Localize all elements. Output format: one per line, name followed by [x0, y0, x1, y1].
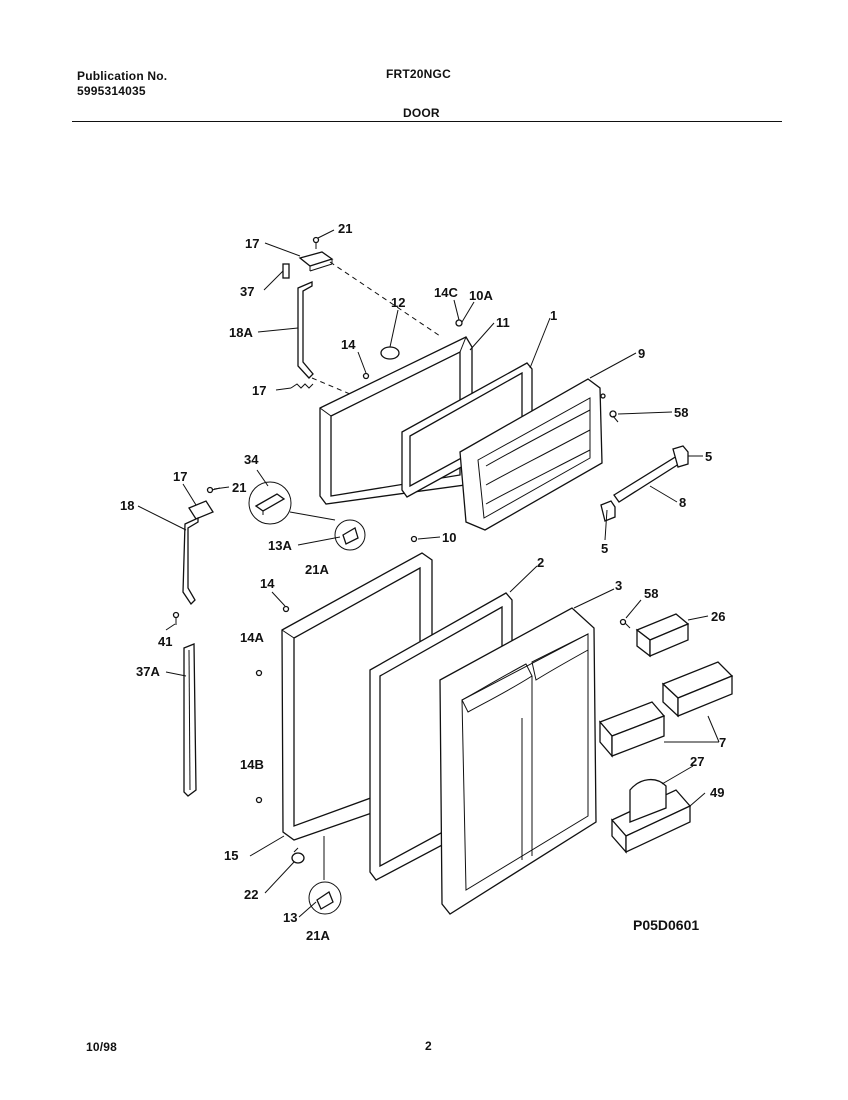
callout-label: 13 — [283, 910, 297, 925]
bottom-hinge-detail — [308, 881, 342, 915]
diagram-code: P05D0601 — [633, 917, 699, 933]
hinge-spring-part — [290, 383, 314, 389]
callout-label: 9 — [638, 346, 645, 361]
callout-label: 18A — [229, 325, 253, 340]
screw-part — [362, 372, 370, 380]
callout-label: 5 — [601, 541, 608, 556]
fresh-food-inner-liner-part — [439, 607, 597, 915]
callout-label: 41 — [158, 634, 172, 649]
callout-label: 22 — [244, 887, 258, 902]
screw-part — [410, 535, 418, 543]
callout-label: 21A — [306, 928, 330, 943]
callout-label: 37A — [136, 664, 160, 679]
publication-label: Publication No. — [77, 69, 168, 83]
callout-label: 14A — [240, 630, 264, 645]
freezer-handle-part — [297, 281, 314, 379]
callout-label: 10A — [469, 288, 493, 303]
leader-lines — [137, 229, 720, 918]
screw-part — [609, 410, 619, 423]
plug-button-part — [380, 346, 400, 360]
fresh-food-handle-part — [182, 516, 199, 606]
callout-label: 49 — [710, 785, 724, 800]
callout-label: 34 — [244, 452, 259, 467]
screw-part — [282, 605, 290, 613]
section-title: DOOR — [403, 106, 440, 120]
hinge-pin-part — [455, 319, 463, 327]
callout-label: 12 — [391, 295, 405, 310]
page-number: 2 — [425, 1039, 432, 1053]
callout-label: 5 — [705, 449, 712, 464]
door-shelf-bin-part — [661, 661, 734, 718]
hinge-cover-detail — [248, 481, 292, 525]
screw-part — [255, 796, 263, 804]
callout-label: 18 — [120, 498, 134, 513]
callout-label: 17 — [252, 383, 266, 398]
callout-label: 21A — [305, 562, 329, 577]
callout-label: 21 — [232, 480, 246, 495]
footer-date: 10/98 — [86, 1040, 118, 1054]
publication-number: 5995314035 — [77, 84, 146, 98]
freezer-inner-liner-part — [459, 378, 603, 531]
callout-label: 17 — [173, 469, 187, 484]
door-shelf-bin-part — [598, 701, 666, 758]
door-stop-part — [291, 847, 305, 864]
model-number: FRT20NGC — [386, 67, 451, 81]
dairy-bin-part — [635, 613, 690, 658]
hinge-spacer-part — [282, 263, 290, 279]
screw-part — [255, 669, 263, 677]
callout-label: 27 — [690, 754, 704, 769]
callout-label: 13A — [268, 538, 292, 553]
callout-label: 14 — [341, 337, 356, 352]
callout-label: 7 — [719, 735, 726, 750]
callout-label: 11 — [496, 315, 510, 330]
callout-label: 58 — [674, 405, 688, 420]
callout-label: 3 — [615, 578, 622, 593]
callout-label: 15 — [224, 848, 238, 863]
callout-label: 1 — [550, 308, 557, 323]
callout-label: 37 — [240, 284, 254, 299]
callout-label: 8 — [679, 495, 686, 510]
screw-part — [312, 236, 320, 249]
callout-label: 14 — [260, 576, 275, 591]
header-rule — [72, 121, 782, 122]
callout-label: 14B — [240, 757, 264, 772]
callout-label: 14C — [434, 285, 458, 300]
egg-bin-part — [610, 779, 692, 854]
callout-label: 10 — [442, 530, 456, 545]
middle-hinge-part — [188, 500, 214, 520]
top-hinge-part — [298, 251, 334, 272]
hinge-bracket-detail — [334, 519, 366, 551]
shelf-rail-part — [600, 445, 689, 522]
callout-label: 26 — [711, 609, 725, 624]
screw-part — [619, 618, 631, 629]
callout-label: 17 — [245, 236, 259, 251]
screw-part — [172, 611, 180, 625]
screw-part — [600, 393, 606, 399]
callout-label: 21 — [338, 221, 352, 236]
callout-label: 58 — [644, 586, 658, 601]
callout-label: 2 — [537, 555, 544, 570]
